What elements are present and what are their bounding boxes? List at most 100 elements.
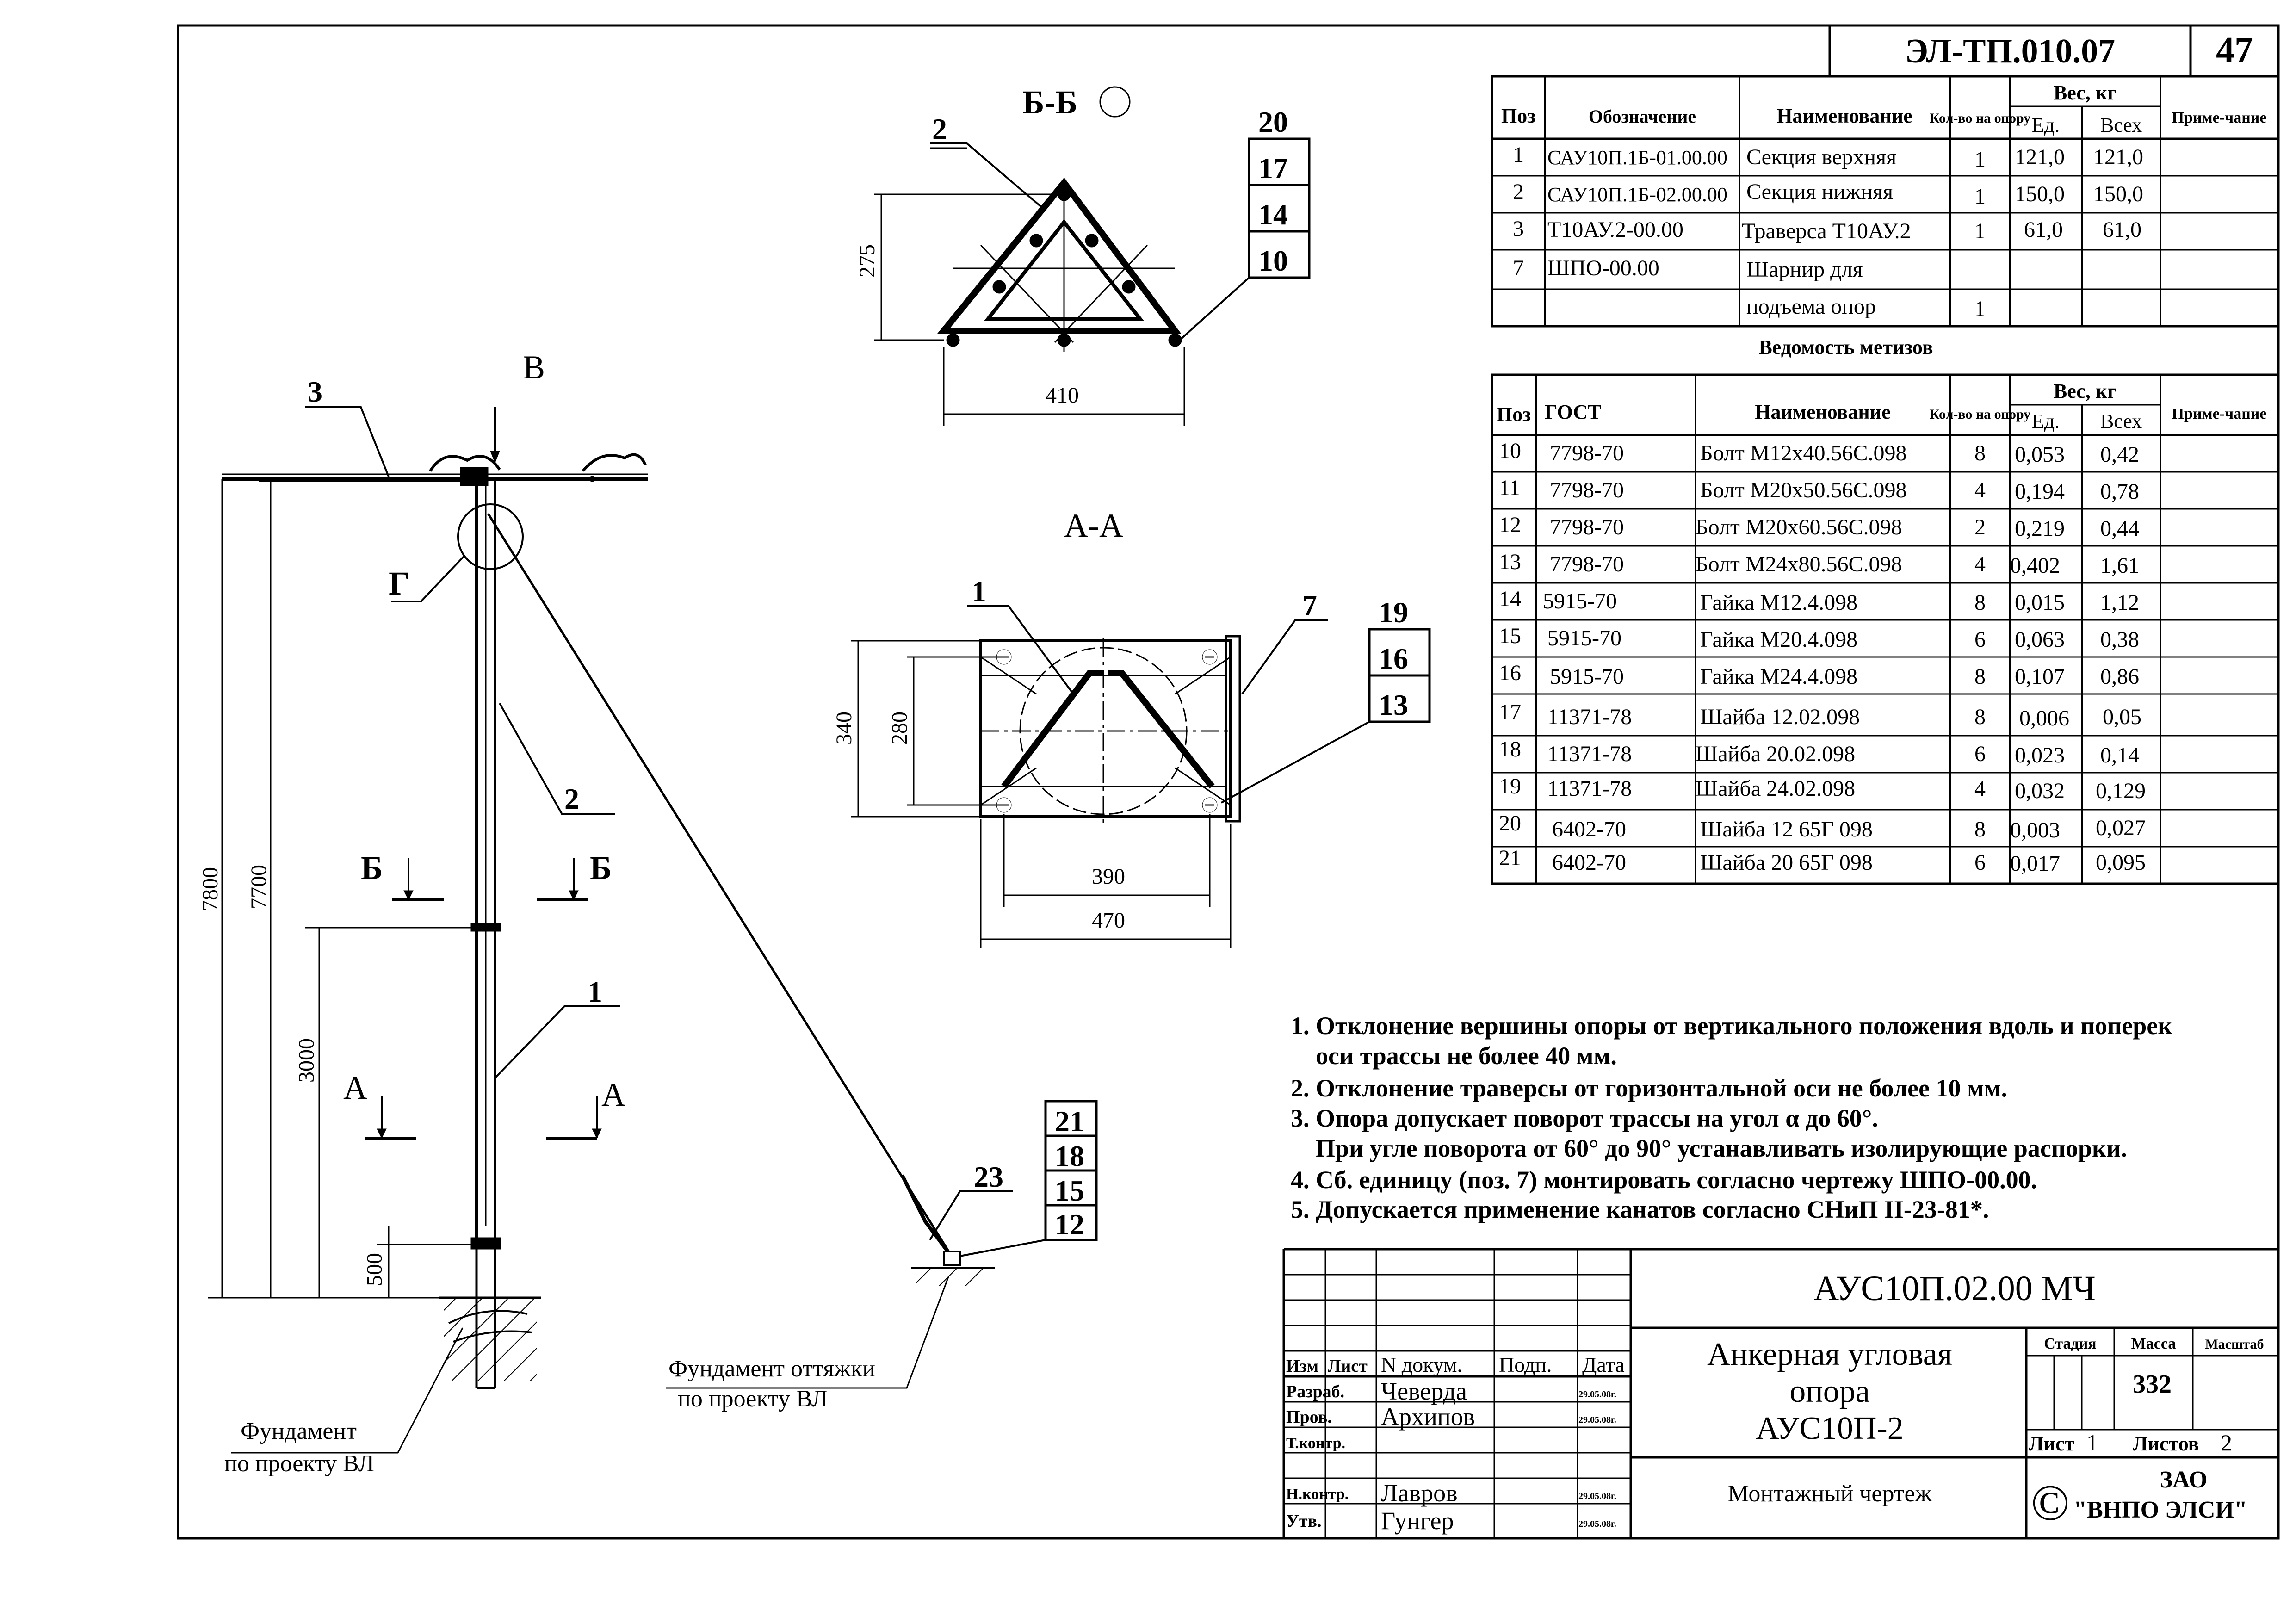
spec-row: 3 Т10АУ.2-00.00 Траверса Т10АУ.2 1 61,0 …	[1513, 217, 2141, 243]
spec-cell: Траверса Т10АУ.2	[1742, 219, 1911, 243]
spec-h-qty: Кол-во на опору	[1930, 111, 2031, 126]
section-bb	[874, 86, 1311, 426]
hw-cell: 0,44	[2100, 516, 2139, 541]
hw-cell: 0,219	[2015, 516, 2065, 541]
hw-cell: Шайба 20 65Г 098	[1700, 850, 1873, 875]
hw-cell: 6	[1974, 850, 1986, 875]
role: Утв.	[1286, 1511, 1322, 1531]
hw-cell: 7798-70	[1550, 515, 1624, 539]
hw-cell: 1,12	[2100, 590, 2139, 615]
page-number: 47	[2216, 30, 2253, 71]
hw-cell: 8	[1974, 590, 1986, 615]
hw-cell: 5915-70	[1543, 589, 1617, 613]
drawing-title-3: АУС10П-2	[1756, 1411, 1904, 1446]
hw-h-gost: ГОСТ	[1545, 401, 1602, 423]
mass-value: 332	[2133, 1370, 2172, 1399]
label-b-left: Б	[361, 849, 383, 886]
callout-23: 23	[974, 1160, 1003, 1193]
hw-cell: 4	[1974, 776, 1986, 801]
col-izm: Изм	[1286, 1357, 1318, 1376]
callout-2: 2	[564, 782, 579, 815]
sign-date: 29.05.08г.	[1578, 1389, 1616, 1400]
hw-cell: 19	[1499, 774, 1521, 799]
dim-280: 280	[887, 712, 912, 745]
hw-cell: 1,61	[2100, 553, 2139, 578]
hw-cell: 0,14	[2100, 743, 2139, 768]
hardware-table-text: Поз ГОСТ Наименование Кол-во на опору Ве…	[1497, 380, 2266, 876]
spec-cell: 2	[1513, 180, 1524, 204]
spec-row: 2 САУ10П.1Б-02.00.00 Секция нижняя 1 150…	[1513, 180, 2143, 209]
spec-cell: Шарнир для	[1746, 257, 1863, 282]
callout-15: 15	[1055, 1174, 1084, 1207]
note-line: 3. Опора допускает поворот трассы на уго…	[1291, 1104, 1878, 1132]
hw-cell: 0,194	[2015, 479, 2065, 504]
title-block	[1282, 1248, 2278, 1538]
hw-cell: Болт М12х40.56С.098	[1700, 441, 1907, 465]
sheet-value: 1	[2086, 1430, 2098, 1456]
hw-cell: 0,053	[2015, 442, 2065, 467]
spec-table	[1491, 75, 2280, 328]
hw-h-unit: Ед.	[2032, 410, 2060, 433]
pole-labels: В 3 Г 2 1 Б Б А А 7800 7700 3000 500 Фун…	[198, 349, 1084, 1477]
note-line: 4. Сб. единицу (поз. 7) монтировать согл…	[1291, 1166, 2037, 1194]
hw-cell: 0,003	[2010, 818, 2060, 842]
hw-cell: 0,86	[2100, 664, 2139, 689]
hw-h-name: Наименование	[1755, 401, 1890, 423]
spec-cell: 1	[1513, 142, 1524, 167]
spec-cell: 7	[1513, 256, 1524, 280]
callout-1: 1	[588, 975, 602, 1008]
hw-cell: Болт М20х50.56С.098	[1700, 478, 1907, 502]
company-line1: ЗАО	[2160, 1467, 2208, 1493]
role: Разраб.	[1286, 1382, 1344, 1401]
spec-table-text: Поз Обозначение Наименование Кол-во на о…	[1501, 81, 2266, 359]
role: Т.контр.	[1286, 1435, 1345, 1452]
signer-name: Чеверда	[1381, 1377, 1467, 1405]
spec-h-pos: Поз	[1501, 105, 1535, 127]
section-aa-title: А-А	[1064, 507, 1123, 544]
callout-7: 7	[1302, 589, 1317, 622]
note-line: При угле поворота от 60° до 90° устанавл…	[1291, 1134, 2127, 1162]
spec-cell: 61,0	[2024, 217, 2063, 242]
spec-h-unit: Ед.	[2032, 114, 2060, 136]
hw-cell: 0,032	[2015, 779, 2065, 803]
signer-name: Архипов	[1381, 1403, 1475, 1431]
sign-date: 29.05.08г.	[1578, 1415, 1616, 1425]
hw-cell: Шайба 20.02.098	[1696, 742, 1855, 766]
aa-callout-1: 1	[972, 575, 986, 608]
hw-cell: 15	[1499, 624, 1521, 648]
hw-cell: 0,063	[2015, 627, 2065, 652]
scale-label: Масштаб	[2205, 1337, 2264, 1352]
section-aa-labels: А-А 1 7 19 16 13 340 280 390 470	[832, 507, 1408, 933]
hw-cell: 7798-70	[1550, 552, 1624, 576]
spec-cell: 61,0	[2103, 217, 2141, 242]
hw-cell: 8	[1974, 817, 1986, 842]
note-line: 2. Отклонение траверсы от горизонтальной…	[1291, 1074, 2007, 1102]
hw-cell: 8	[1974, 441, 1986, 465]
signature-row: Разраб. Чеверда 29.05.08г.	[1286, 1377, 1616, 1405]
hw-cell: Шайба 12.02.098	[1700, 705, 1860, 729]
hw-cell: 11371-78	[1547, 742, 1632, 766]
callout-14: 14	[1258, 198, 1288, 231]
callout-12: 12	[1055, 1208, 1084, 1241]
dim-3000: 3000	[294, 1038, 319, 1083]
hw-cell: 6402-70	[1552, 850, 1626, 875]
hw-cell: 7798-70	[1550, 478, 1624, 502]
hw-h-qty: Кол-во на опору	[1930, 407, 2031, 422]
section-bb-labels: Б-Б 2 20 17 14 10 275 410	[855, 84, 1288, 408]
spec-cell: САУ10П.1Б-02.00.00	[1547, 183, 1727, 206]
label-a-right: А	[601, 1076, 625, 1113]
hw-cell: Болт М20х60.56С.098	[1696, 515, 1902, 539]
dim-410: 410	[1046, 383, 1079, 408]
hw-cell: 0,05	[2103, 705, 2141, 729]
hw-cell: 6	[1974, 742, 1986, 766]
sheets-label: Листов	[2133, 1432, 2199, 1455]
hw-cell: 14	[1499, 587, 1521, 611]
callout-19: 19	[1379, 596, 1408, 629]
sign-date: 29.05.08г.	[1578, 1519, 1616, 1529]
mass-label: Масса	[2131, 1335, 2176, 1352]
